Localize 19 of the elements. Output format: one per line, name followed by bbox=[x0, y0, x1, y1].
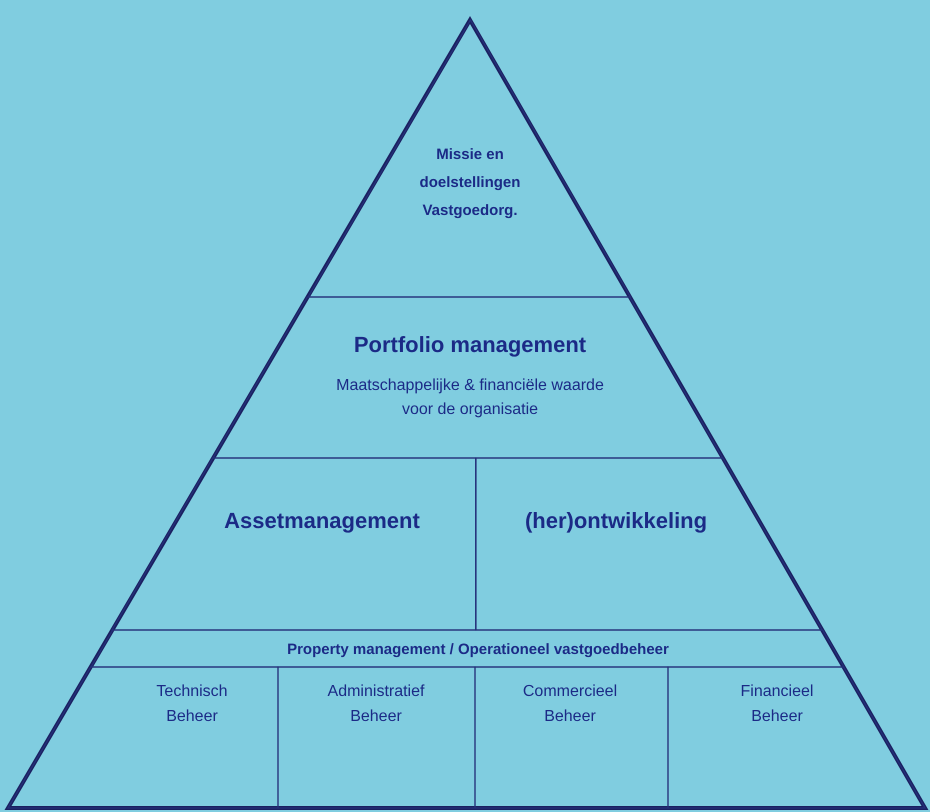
cell-label: Technisch Beheer bbox=[155, 682, 229, 727]
tier-description: Maatschappelijke & financiële waarde voor de organisatie bbox=[335, 376, 605, 420]
tier-title: Assetmanagement bbox=[224, 507, 420, 535]
pyramid-tier bbox=[112, 458, 476, 630]
pyramid-cell bbox=[8, 667, 278, 808]
tier-title: Missie en doelstellingen Vastgoedorg. bbox=[418, 145, 522, 221]
tier-title: (her)ontwikkeling bbox=[524, 507, 708, 535]
pyramid-tier bbox=[213, 297, 723, 458]
cell-label: Financieel Beheer bbox=[740, 682, 814, 727]
pyramid-cell bbox=[475, 667, 668, 808]
pyramid-band bbox=[90, 630, 844, 667]
tier-title: Portfolio management bbox=[354, 331, 586, 359]
cell-label: Commercieel Beheer bbox=[522, 682, 618, 727]
pyramid-tier bbox=[476, 458, 822, 630]
pyramid-apex bbox=[308, 20, 630, 297]
cell-label: Administratief Beheer bbox=[326, 682, 426, 727]
pyramid-cell bbox=[668, 667, 925, 808]
tier-title: Property management / Operationeel vastgoedbeheer bbox=[287, 640, 669, 660]
pyramid-cell bbox=[278, 667, 475, 808]
